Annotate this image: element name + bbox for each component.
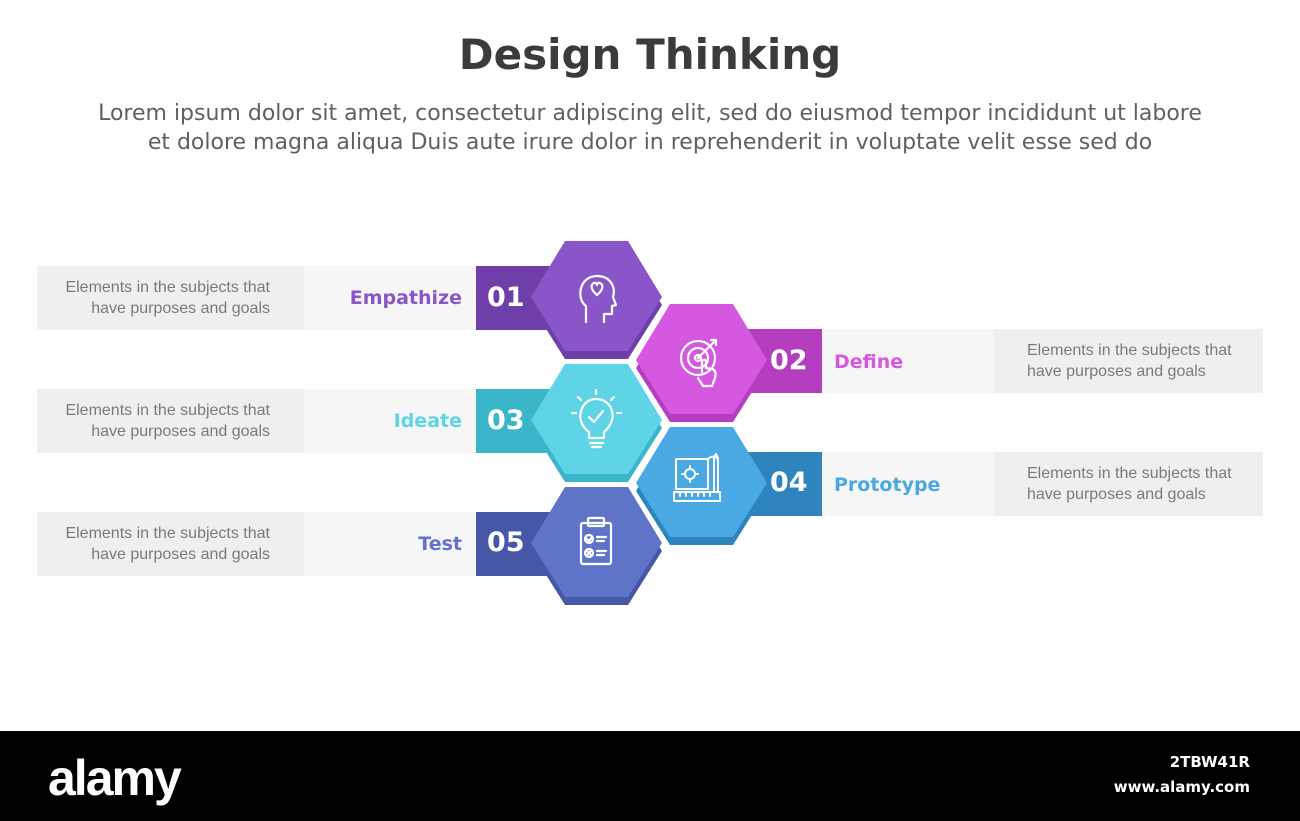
step-01-description: Elements in the subjects that have purpo… [65,279,270,317]
step-03-label: Ideate [393,410,462,432]
step-01-label-box [304,266,476,330]
blueprint-ruler-icon [673,453,721,502]
step-02-label: Define [834,351,904,373]
image-id: 2TBW41R [1169,753,1250,771]
step-01-number: 01 [487,282,525,313]
step-03-label-box [304,389,476,453]
step-01-hexagon [531,241,662,359]
step-04-description-box [994,452,1263,516]
step-03-number: 03 [487,405,525,436]
step-05-description-box [37,512,304,576]
target-hand-icon [679,338,718,388]
hexagon-cluster [531,241,767,605]
step-04-label-box [822,452,994,516]
step-01-description-box [37,266,304,330]
step-05-number: 05 [487,527,525,558]
step-02-label-box [822,329,994,393]
step-05-description: Elements in the subjects that have purpo… [65,525,270,563]
footer-bar: alamy 2TBW41R www.alamy.com [0,731,1300,821]
step-03-description-box [37,389,304,453]
site-url: www.alamy.com [1113,778,1250,796]
step-05-label: Test [418,533,462,555]
page-title: Design Thinking [458,30,842,79]
step-04-number: 04 [770,467,808,498]
head-heart-icon [579,274,618,324]
step-05-label-box [304,512,476,576]
step-01-label: Empathize [349,287,462,309]
step-02-description: Elements in the subjects that have purpo… [1027,342,1232,380]
step-02-description-box [994,329,1263,393]
subtitle-line-2: et dolore magna aliqua Duis aute irure d… [147,130,1153,155]
step-03-description: Elements in the subjects that have purpo… [65,402,270,440]
brand-logo: alamy [48,750,182,806]
step-03-hexagon [531,364,662,482]
step-04-label: Prototype [834,474,941,496]
step-02-hexagon [636,304,767,422]
step-05-hexagon [531,487,662,605]
subtitle-line-1: Lorem ipsum dolor sit amet, consectetur … [98,101,1202,126]
clipboard-checklist-icon [579,516,613,566]
step-04-hexagon [636,427,767,545]
lightbulb-check-icon [570,388,623,449]
step-02-number: 02 [770,345,808,376]
step-04-description: Elements in the subjects that have purpo… [1027,465,1232,503]
